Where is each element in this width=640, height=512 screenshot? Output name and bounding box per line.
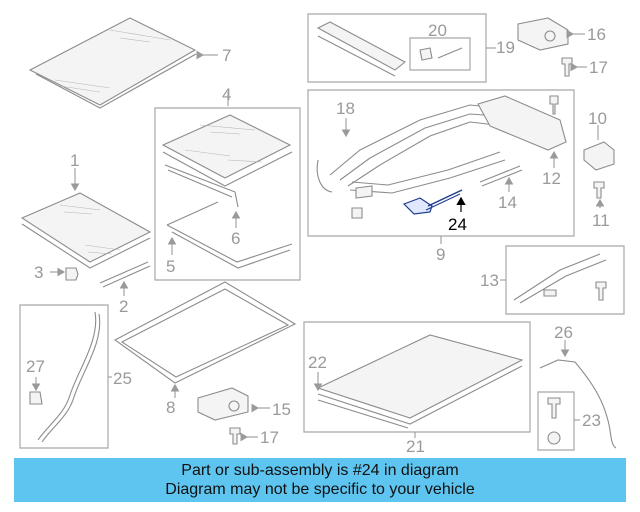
part-15-motor (197, 387, 270, 421)
callout-7: 7 (222, 46, 231, 65)
callout-22: 22 (308, 353, 327, 372)
part-23-fastener-box (537, 391, 580, 451)
callout-5: 5 (166, 257, 175, 276)
info-banner: Part or sub-assembly is #24 in diagram D… (14, 458, 626, 502)
part-16-motor (517, 17, 587, 77)
part-1-sunroof-glass (20, 168, 152, 296)
callout-26: 26 (554, 323, 573, 342)
callout-8: 8 (166, 398, 175, 417)
callout-12: 12 (542, 169, 561, 188)
part-25-drain-box (19, 304, 112, 449)
part-7-glass-panel (28, 17, 218, 109)
part-24-link-arm (402, 189, 466, 215)
part-26-tube (539, 340, 617, 449)
callout-24-highlighted: 24 (448, 215, 467, 234)
callout-17-upper: 17 (589, 58, 608, 77)
part-13-cable-box (500, 245, 625, 315)
callout-13: 13 (480, 271, 499, 290)
callout-9: 9 (436, 245, 445, 264)
part-9-frame-box (307, 89, 575, 244)
callout-14: 14 (498, 193, 517, 212)
part-4-glass-assembly-box (154, 92, 301, 281)
callout-18: 18 (336, 99, 355, 118)
callout-17-lower: 17 (260, 428, 279, 447)
part-8-weatherstrip (113, 281, 297, 398)
callout-23: 23 (582, 411, 601, 430)
part-10-bracket (583, 125, 615, 208)
callout-2: 2 (119, 297, 128, 316)
banner-line-1: Part or sub-assembly is #24 in diagram (181, 462, 459, 479)
part-19-deflector-box (307, 13, 496, 83)
callout-20: 20 (428, 21, 447, 40)
part-21-headliner (303, 321, 531, 438)
callout-3: 3 (34, 263, 43, 282)
callout-4: 4 (222, 85, 231, 104)
callout-1: 1 (70, 151, 79, 170)
callout-6: 6 (231, 229, 240, 248)
callout-19: 19 (496, 38, 515, 57)
callout-10: 10 (588, 109, 607, 128)
callout-21: 21 (406, 437, 425, 456)
callout-16: 16 (587, 25, 606, 44)
callout-25: 25 (113, 369, 132, 388)
callout-27: 27 (26, 357, 45, 376)
callout-11: 11 (592, 211, 610, 230)
part-17-bolt-lower (229, 427, 258, 445)
banner-line-2: Diagram may not be specific to your vehi… (165, 481, 475, 498)
callout-15: 15 (272, 400, 291, 419)
